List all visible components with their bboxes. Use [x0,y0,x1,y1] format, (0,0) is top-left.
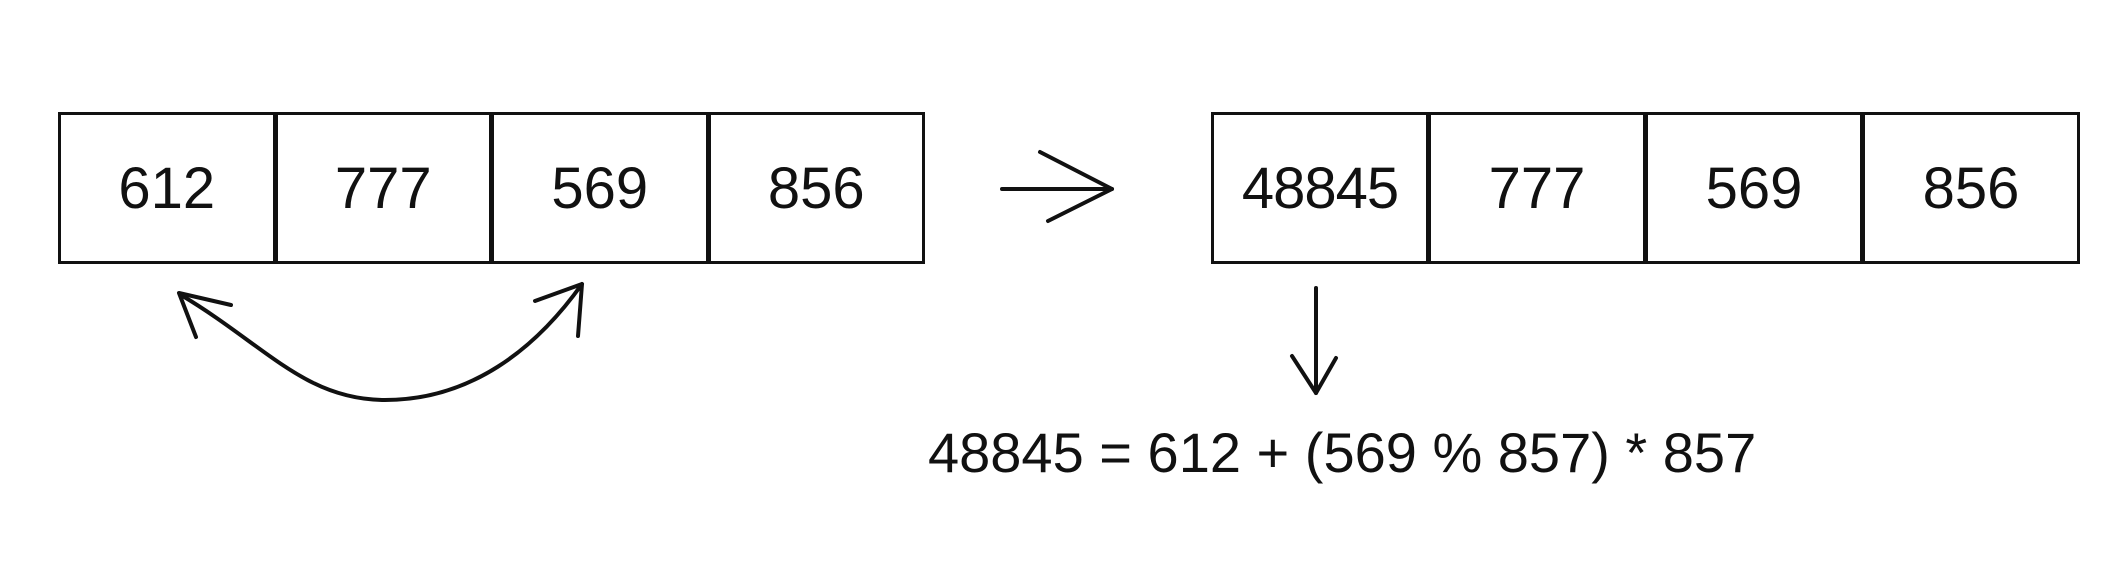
encoding-formula: 48845 = 612 + (569 % 857) * 857 [928,421,1757,484]
array-before-cell-0: 612 [118,155,216,221]
array-before-cell-3: 856 [705,115,923,261]
array-after-cell-0: 48845 [1241,155,1399,221]
array-before: 612 777 569 856 [58,112,925,264]
array-before-cell-2: 569 [489,115,706,261]
array-before-cell-1: 777 [272,115,490,261]
array-after-cell-2: 569 [1643,115,1860,261]
swap-arrowhead-right-icon [533,282,584,338]
transform-arrowhead-icon [1038,150,1114,223]
down-arrowhead-icon [1290,354,1338,395]
swap-arrowhead-left-icon [177,291,233,339]
array-after: 48845 777 569 856 [1211,112,2080,264]
swap-curve-arrow [179,282,584,402]
array-after-cell-3: 856 [1860,115,2077,261]
array-after-cell-1: 777 [1426,115,1643,261]
